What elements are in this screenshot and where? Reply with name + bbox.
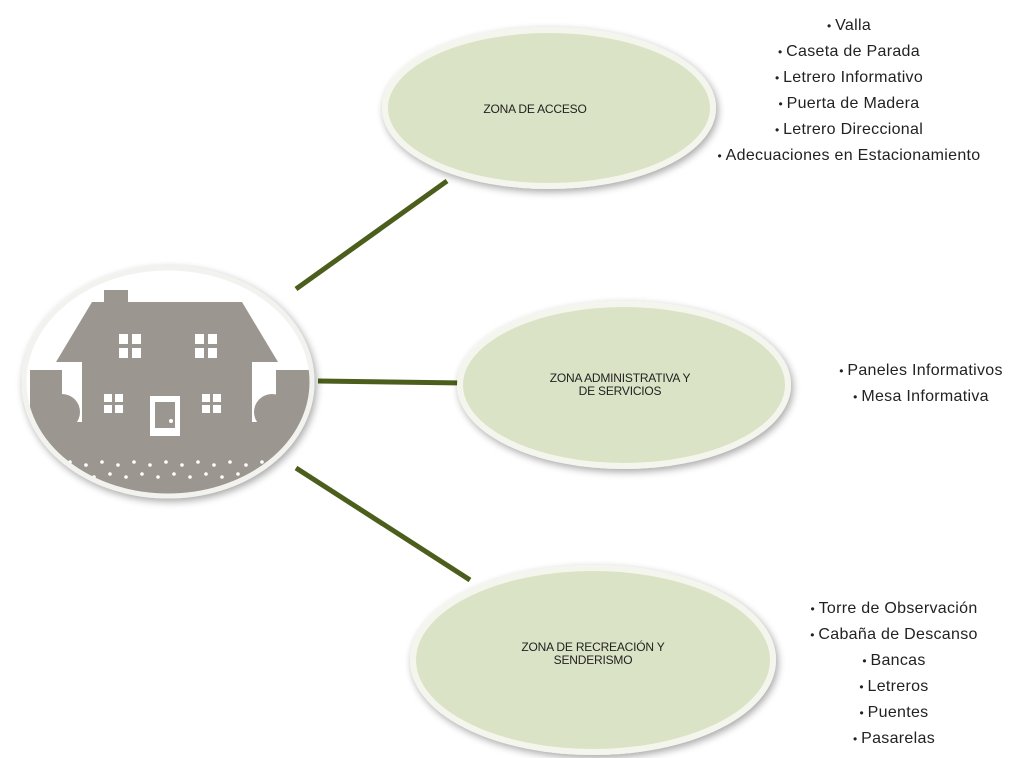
zone-bubble-recreation xyxy=(410,565,776,755)
list-item: Torre de Observación xyxy=(780,596,1008,622)
list-item: Valla xyxy=(676,13,1022,39)
zone-label-access: ZONA DE ACCESO xyxy=(483,101,587,116)
list-item: Pasarelas xyxy=(780,726,1008,752)
list-item: Cabaña de Descanso xyxy=(780,622,1008,648)
list-item: Caseta de Parada xyxy=(676,39,1022,65)
item-list-admin: Paneles Informativos Mesa Informativa xyxy=(810,358,1032,410)
zone-label-admin: ZONA ADMINISTRATIVA Y DE SERVICIOS xyxy=(549,371,691,398)
list-item: Bancas xyxy=(780,648,1008,674)
list-item: Puentes xyxy=(780,700,1008,726)
item-list-access: Valla Caseta de Parada Letrero Informati… xyxy=(676,13,1022,169)
zone-bubble-admin xyxy=(457,301,791,469)
list-item: Paneles Informativos xyxy=(810,358,1032,384)
connector-admin xyxy=(317,378,465,386)
connector-access xyxy=(294,178,449,292)
list-item: Adecuaciones en Estacionamiento xyxy=(676,143,1022,169)
path-dots xyxy=(68,460,264,479)
list-item: Letrero Direccional xyxy=(676,117,1022,143)
list-item: Letrero Informativo xyxy=(676,65,1022,91)
list-item: Letreros xyxy=(780,674,1008,700)
item-list-recreation: Torre de Observación Cabaña de Descanso … xyxy=(780,596,1008,752)
connector-recreation xyxy=(294,465,472,583)
list-item: Puerta de Madera xyxy=(676,91,1022,117)
zone-label-recreation: ZONA DE RECREACIÓN Y SENDERISMO xyxy=(521,640,665,667)
hub-node xyxy=(21,265,315,499)
list-item: Mesa Informativa xyxy=(810,384,1032,410)
